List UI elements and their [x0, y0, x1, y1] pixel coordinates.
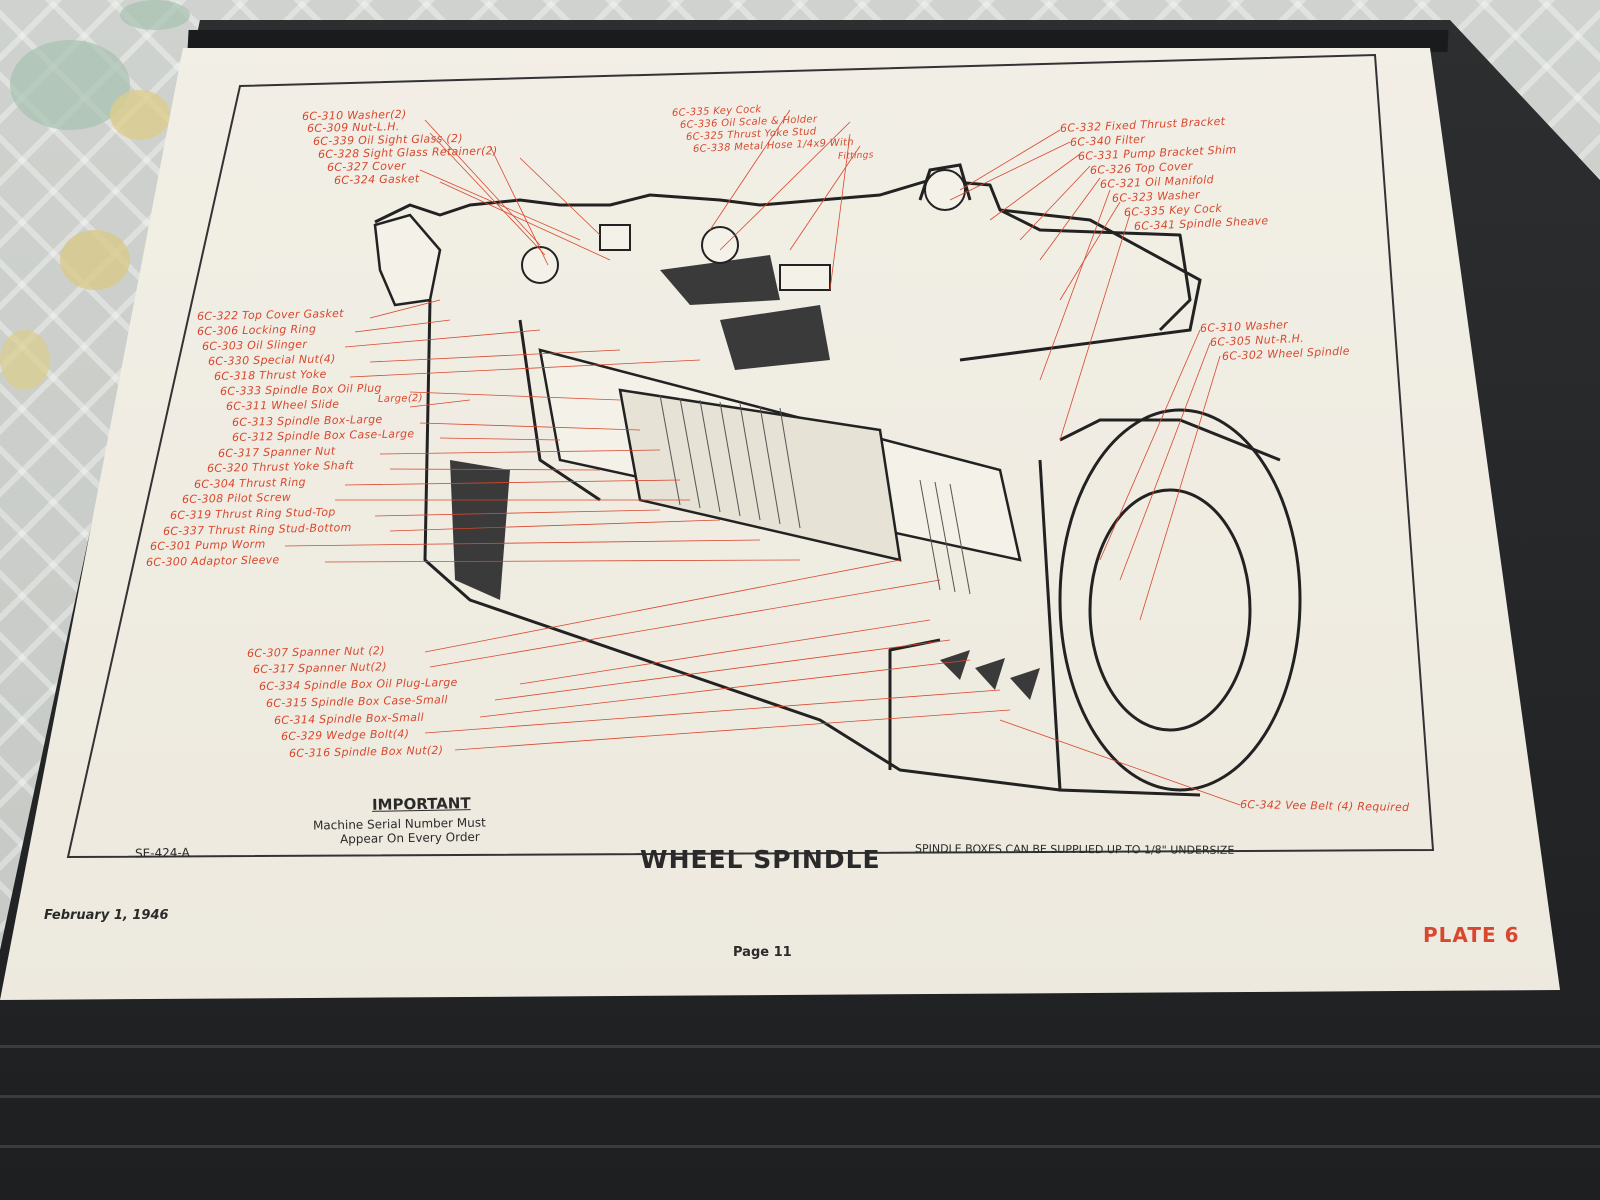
binder-edge — [0, 1095, 1600, 1098]
part-label: 6C-301 Pump Worm — [149, 537, 266, 553]
top-fittings — [521, 169, 966, 291]
vee-belt-grooves — [940, 650, 1040, 700]
binder-edge — [0, 1045, 1600, 1048]
part-label: 6C-306 Locking Ring — [196, 322, 317, 338]
spindle-shaft — [538, 348, 1022, 562]
part-label: 6C-304 Thrust Ring — [193, 475, 307, 491]
important-note: Appear On Every Order — [339, 829, 480, 847]
diagram-title: WHEEL SPINDLE — [640, 845, 881, 874]
part-label-suffix: Large(2) — [377, 393, 423, 405]
leader-lines — [284, 109, 1241, 806]
spindle-sheave — [1038, 408, 1302, 797]
shaft-hatching — [659, 394, 971, 595]
plate-number: PLATE 6 — [1423, 923, 1520, 947]
spindle-housing — [374, 178, 1192, 792]
part-label: 6C-318 Thrust Yoke — [213, 367, 327, 383]
spindle-nose — [373, 213, 442, 307]
cutaway-shading — [450, 255, 830, 600]
binder-edge — [0, 1145, 1600, 1148]
drawing-number: SE-424-A — [134, 845, 190, 861]
flower-pattern — [60, 230, 130, 290]
part-label-suffix: Fittings — [837, 150, 874, 162]
important-heading: IMPORTANT — [371, 794, 471, 814]
flower-pattern — [0, 330, 50, 390]
part-label: 6C-317 Spanner Nut — [217, 444, 336, 460]
part-label: 6C-303 Oil Slinger — [201, 337, 308, 353]
drawing-border — [66, 53, 1435, 859]
part-label: 6C-330 Special Nut(4) — [207, 352, 336, 368]
page-number: Page 11 — [733, 945, 792, 960]
part-label: 6C-311 Wheel Slide — [225, 397, 340, 413]
publication-date: February 1, 1946 — [44, 908, 169, 923]
flower-pattern — [120, 0, 190, 30]
part-label: 6C-329 Wedge Bolt(4) — [280, 727, 410, 743]
flower-pattern — [110, 90, 170, 140]
undersize-note: SPINDLE BOXES CAN BE SUPPLIED UP TO 1/8"… — [914, 842, 1235, 857]
part-label: 6C-308 Pilot Screw — [181, 490, 292, 506]
part-label: 6C-324 Gasket — [333, 172, 420, 187]
